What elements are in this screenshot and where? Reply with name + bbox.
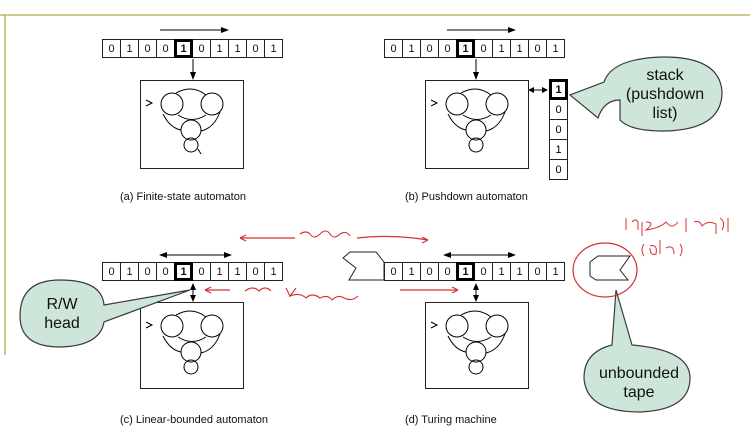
tape-cell: 0 [420, 39, 439, 58]
caption-turing-machine: (d) Turing machine [405, 414, 497, 426]
callout-unbounded-line: tape [623, 384, 655, 401]
control-unit-box [140, 302, 244, 389]
tape-cell: 1 [546, 39, 565, 58]
control-unit-box [425, 302, 529, 389]
tape-cell: 1 [546, 262, 565, 281]
callout-stack-line: list) [652, 105, 678, 122]
control-unit-box [140, 80, 244, 169]
annotation-arrow-right [356, 235, 429, 241]
callout-unbounded-line: unbounded [598, 365, 680, 382]
caption-linear-bounded: (c) Linear-bounded automaton [120, 414, 268, 426]
caption-pushdown: (b) Pushdown automaton [405, 191, 528, 203]
annotation-scribble-right-2 [641, 240, 683, 257]
tape-cell: 1 [264, 39, 283, 58]
callout-rw-head-text: R/W head [32, 295, 92, 333]
callout-stack-text: stack (pushdown list) [625, 66, 705, 123]
callout-rw-line: head [44, 315, 80, 332]
tape-cell: 0 [156, 262, 175, 281]
tape-cell-under-head: 1 [174, 39, 193, 58]
tape-cell: 0 [102, 262, 121, 281]
tape-cell: 0 [156, 39, 175, 58]
tape-cell-under-head: 1 [174, 262, 193, 281]
tape-cell-under-head: 1 [456, 262, 475, 281]
callout-unbounded-bubble [583, 289, 691, 413]
annotation-scribble-mid [244, 287, 359, 301]
callout-stack-line: (pushdown [625, 86, 705, 103]
tape-cell: 0 [138, 39, 157, 58]
callout-stack-bubble [568, 56, 723, 132]
stack-cell: 1 [549, 139, 568, 160]
annotation-scribble-top [299, 230, 351, 238]
callout-rw-line: R/W [46, 296, 78, 313]
tape-cell: 1 [120, 262, 139, 281]
tape-cell: 0 [246, 262, 265, 281]
caption-finite-state: (a) Finite-state automaton [120, 191, 246, 203]
control-unit-box [425, 80, 529, 169]
stack-cell: 0 [549, 119, 568, 140]
stack-top-cell: 1 [549, 79, 568, 100]
annotation-circle [572, 242, 638, 298]
tape-cell-under-head: 1 [456, 39, 475, 58]
annotation-scribble-right [625, 217, 729, 236]
callout-stack-line: stack [646, 67, 684, 84]
callout-unbounded-text: unbounded tape [592, 364, 686, 402]
tape-cell: 1 [264, 262, 283, 281]
callout-rw-bubble [19, 279, 191, 348]
stack-cell: 0 [549, 159, 568, 180]
